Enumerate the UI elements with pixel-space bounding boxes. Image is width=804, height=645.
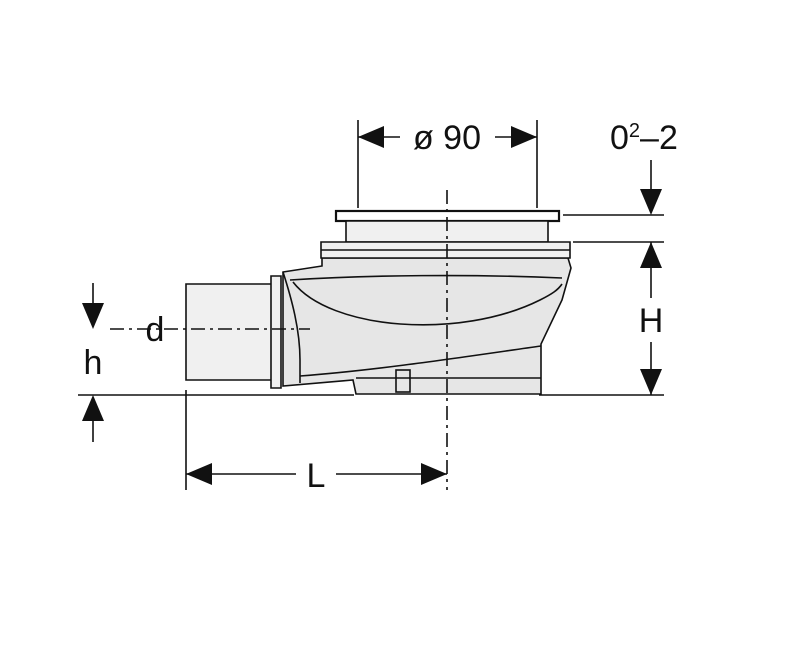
drain-bowl	[282, 257, 572, 395]
bowl-contour-1	[289, 274, 563, 281]
outlet-pipe	[185, 283, 277, 381]
height-H-dimension: H	[639, 242, 664, 395]
outlet-height-dimension: d h	[82, 283, 164, 442]
bowl-contour-2	[292, 281, 563, 326]
shower-drain-body	[185, 209, 572, 395]
sump-insert	[395, 369, 411, 393]
cover-range-label: 02–2	[610, 119, 678, 157]
h-label: h	[84, 344, 103, 382]
d-label: d	[146, 311, 165, 349]
bowl-neck	[282, 271, 301, 383]
diameter-dimension: ø 90	[358, 119, 537, 157]
diameter-label: ø 90	[413, 119, 481, 157]
outlet-pipe-collar	[270, 275, 282, 389]
H-label: H	[639, 302, 664, 340]
bowl-contour-3	[299, 345, 542, 377]
length-L-dimension: L	[186, 457, 447, 495]
L-label: L	[307, 457, 326, 495]
cover-range-dimension: 02–2	[610, 119, 678, 215]
